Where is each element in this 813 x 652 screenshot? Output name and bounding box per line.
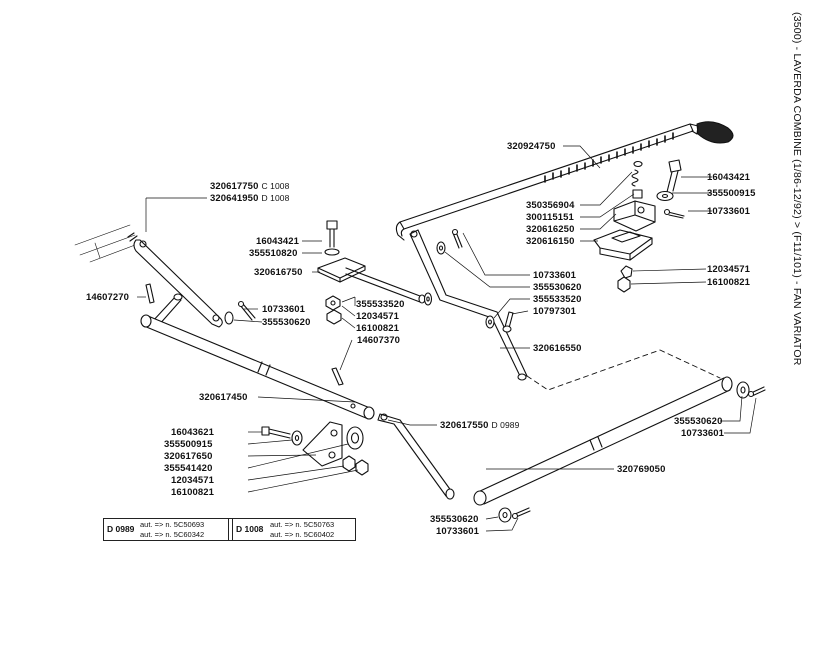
page-title: (3500) - LAVERDA COMBINE (1/86-12/92) > …	[791, 12, 803, 366]
label-355541420: 355541420	[164, 463, 213, 474]
nut-16100821-r	[617, 276, 631, 293]
cotter-pin-10733601-c	[451, 228, 463, 249]
label-355530620-bottom: 355530620	[430, 514, 479, 525]
label-355500915-left: 355500915	[164, 439, 213, 450]
bolt-16043421-r	[666, 159, 682, 193]
label-14607270: 14607270	[86, 292, 130, 303]
label-16100821-right: 16100821	[707, 277, 751, 288]
label-12034571-left: 12034571	[171, 475, 215, 486]
bolt-16043621	[261, 426, 291, 439]
label-355500915-right: 355500915	[707, 188, 756, 199]
label-10733601-mid: 10733601	[262, 304, 306, 315]
label-16043421-mid: 16043421	[256, 236, 300, 247]
label-16043421-right: 16043421	[707, 172, 751, 183]
washer-355530620-rr	[736, 381, 750, 399]
label-320616550: 320616550	[533, 343, 582, 354]
washer-355510820	[324, 248, 340, 256]
dashed-connection	[526, 349, 721, 391]
shaft-320769050	[473, 376, 733, 506]
washer-355500915-r	[656, 190, 674, 202]
label-355530620-far-right: 355530620	[674, 416, 723, 427]
plate-320617650	[302, 421, 343, 467]
shaft-320617450	[140, 293, 375, 420]
notes-left-code: D 0989	[107, 524, 135, 534]
spring-350356904	[631, 160, 643, 187]
serial-notes-table: D 0989 aut. => n. 5C50693 aut. => n. 5C6…	[103, 518, 356, 541]
leader-lines	[137, 145, 757, 532]
label-10733601-bottom: 10733601	[436, 526, 480, 537]
label-10733601-center: 10733601	[533, 270, 577, 281]
notes-divider	[228, 519, 233, 540]
label-320616750: 320616750	[254, 267, 303, 278]
washer-355530620-b	[498, 507, 512, 523]
washer-355530620-c	[436, 241, 446, 255]
cotter-pin-10733601-rr	[747, 386, 766, 398]
lever-arm-320617750	[127, 232, 223, 328]
label-12034571-mid: 12034571	[356, 311, 400, 322]
notes-right-code: D 1008	[236, 524, 264, 534]
lever-320617550	[377, 413, 455, 500]
notes-right-line2: aut. => n. 5C60402	[270, 530, 335, 539]
label-320617450: 320617450	[199, 392, 248, 403]
label-320617650: 320617650	[164, 451, 213, 462]
nut-12034571-m	[325, 295, 341, 311]
label-14607370: 14607370	[357, 335, 401, 346]
cotter-pin-10733601-m	[237, 300, 256, 321]
label-10733601-far-right: 10733601	[681, 428, 725, 439]
label-16100821-left: 16100821	[171, 487, 215, 498]
washer-355500915-l	[291, 430, 303, 446]
label-12034571-right: 12034571	[707, 264, 751, 275]
label-16100821-mid: 16100821	[356, 323, 400, 334]
label-320924750: 320924750	[507, 141, 556, 152]
label-320616150: 320616150	[526, 236, 575, 247]
cotter-pin-10733601-r	[663, 208, 685, 219]
label-355533520-center: 355533520	[533, 294, 582, 305]
bolt-16043421-m	[326, 220, 338, 248]
notes-right-line1: aut. => n. 5C50763	[270, 520, 335, 529]
label-320769050: 320769050	[617, 464, 666, 475]
sleeve-300115151	[632, 189, 643, 199]
nut-16100821-l	[355, 459, 369, 476]
nut-12034571-l	[342, 455, 356, 472]
label-320616250: 320616250	[526, 224, 575, 235]
pin-14607370	[331, 367, 344, 386]
notes-left-line1: aut. => n. 5C50693	[140, 520, 205, 529]
frame-outline-sketch	[74, 224, 136, 263]
label-355530620-mid: 355530620	[262, 317, 311, 328]
nut-12034571-r	[620, 265, 633, 279]
label-355530620-center: 355530620	[533, 282, 582, 293]
handle-grip-icon	[689, 121, 734, 144]
washer-355530620-m	[224, 311, 234, 325]
pin-10797301	[502, 311, 514, 333]
label-350356904: 350356904	[526, 200, 575, 211]
label-355510820: 355510820	[249, 248, 298, 259]
bracket-320616750	[317, 257, 426, 304]
cotter-pin-10733601-b	[511, 507, 531, 520]
label-16043621: 16043621	[171, 427, 215, 438]
label-10797301: 10797301	[533, 306, 577, 317]
label-300115151: 300115151	[526, 212, 574, 223]
washer-355533520-m	[423, 292, 433, 306]
pin-14607270	[145, 283, 155, 304]
control-rod-320924750	[395, 123, 694, 241]
notes-left-line2: aut. => n. 5C60342	[140, 530, 205, 539]
bracket-320616150	[593, 229, 653, 261]
washer-355533520-c	[485, 315, 495, 329]
nut-16100821-m	[326, 309, 342, 325]
bracket-320616250	[613, 200, 656, 232]
label-355533520-mid: 355533520	[356, 299, 405, 310]
bushing-355541420	[346, 426, 364, 450]
label-10733601-right: 10733601	[707, 206, 751, 217]
